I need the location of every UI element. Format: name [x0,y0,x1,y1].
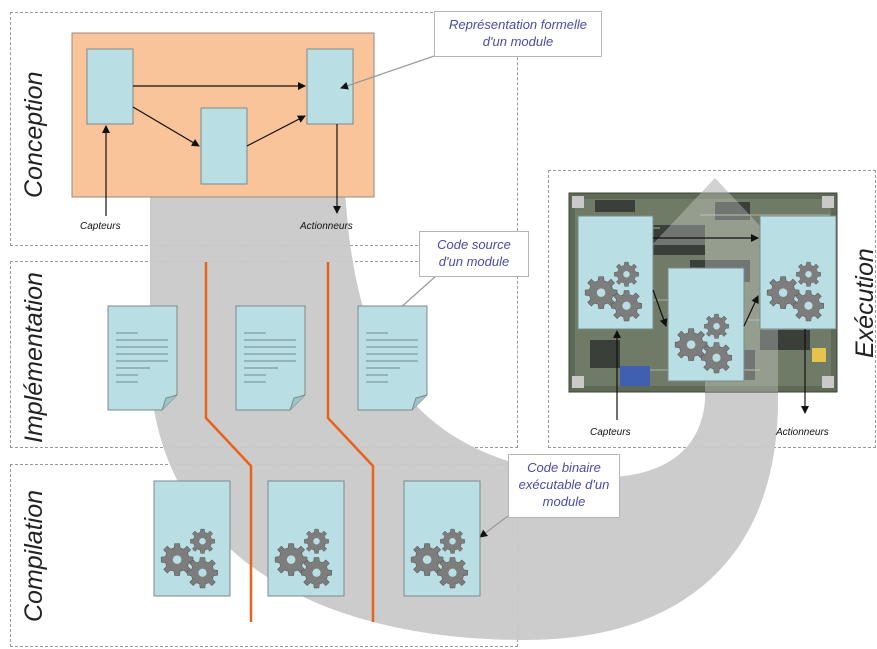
binary-module [267,480,345,597]
model-module-middle [200,107,248,185]
actuators-label-conception: Actionneurs [300,221,353,232]
separator-line-right [326,262,375,622]
link-input-middle [132,106,200,147]
callout-pointer-binary [479,512,513,538]
phase-label-execution: Exécution [851,248,877,358]
phase-label-implementation: Implémentation [20,272,48,443]
link-middle-output [246,115,306,147]
document-icon [357,305,428,411]
callout-pointer-formal [340,51,447,90]
callout-source-code: Code source d'un module [419,231,529,277]
document-icon [107,305,178,411]
execution-module-input [577,215,654,330]
binary-module [153,480,231,597]
separator-line-left [204,262,253,622]
execution-module-middle [667,267,745,382]
callout-formal-representation: Représentation formelle d'un module [434,11,602,57]
exec-link-middle-output [743,295,759,327]
sensors-label-execution: Capteurs [590,427,631,438]
document-icon [235,305,306,411]
phase-label-compilation: Compilation [20,489,48,622]
callout-binary-code: Code binaire exécutable d'un module [508,454,620,518]
actuators-label-execution: Actionneurs [776,427,829,438]
model-module-input [86,48,134,125]
exec-link-input-middle [652,289,668,327]
phase-label-conception: Conception [20,71,48,198]
execution-module-output [759,215,837,330]
sensors-label-conception: Capteurs [80,221,121,232]
binary-module [403,480,481,597]
